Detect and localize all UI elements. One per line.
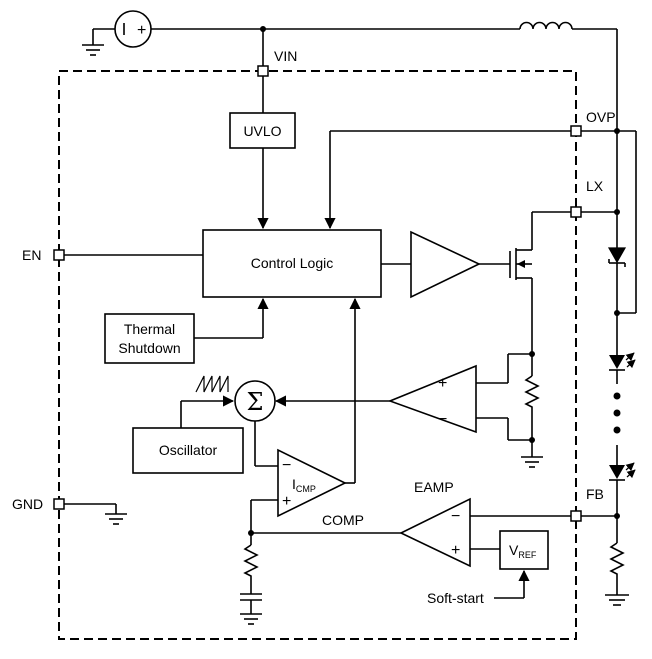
- eamp-plus-sign: +: [451, 542, 460, 559]
- sawtooth-waveform: [195, 375, 229, 393]
- vref-label: VREF: [509, 542, 537, 560]
- control-logic-label: Control Logic: [251, 255, 334, 271]
- comp-label: COMP: [322, 512, 364, 528]
- oscillator-label: Oscillator: [159, 442, 218, 458]
- fb-resistor: [609, 542, 625, 595]
- led-2: [609, 462, 636, 481]
- fb-label: FB: [586, 486, 604, 502]
- lx-label: LX: [586, 178, 604, 194]
- en-pad: [53, 249, 65, 261]
- power-mosfet: [509, 211, 571, 354]
- icmp-plus-sign: +: [282, 493, 291, 510]
- summing-node-sigma: Σ: [247, 388, 264, 416]
- comp-resistor: [243, 544, 259, 594]
- ovp-label: OVP: [586, 109, 616, 125]
- source-plus-sign: +: [137, 22, 146, 39]
- gnd-label: GND: [12, 496, 43, 512]
- uvlo-label: UVLO: [243, 123, 281, 139]
- icmp-minus-sign: −: [282, 457, 291, 474]
- soft-start-label: Soft-start: [427, 590, 484, 606]
- vin-label: VIN: [274, 48, 297, 64]
- gate-driver-buffer: [410, 230, 481, 299]
- ovp-pad: [570, 125, 582, 137]
- error-amplifier: [399, 497, 471, 568]
- vref-block: [499, 530, 549, 570]
- eamp-label: EAMP: [414, 479, 454, 495]
- en-label: EN: [22, 247, 41, 263]
- led-chain-ellipsis: [613, 392, 621, 400]
- inductor: [519, 21, 573, 30]
- csa-plus-sign: +: [438, 375, 447, 392]
- csa-minus-sign: −: [438, 411, 447, 428]
- current-sense-amplifier: [387, 364, 477, 434]
- led-1: [609, 352, 636, 371]
- fb-pad: [570, 510, 582, 522]
- ic-boundary: [58, 70, 577, 640]
- control-logic-block: [202, 229, 382, 298]
- sense-resistor: [524, 375, 540, 440]
- vin-pad: [257, 65, 269, 77]
- thermal-shutdown-line1: Thermal: [124, 321, 175, 337]
- lx-pad: [570, 206, 582, 218]
- oscillator-block: [132, 427, 244, 474]
- thermal-shutdown-line2: Shutdown: [118, 340, 180, 356]
- icmp-label: ICMP: [292, 476, 316, 494]
- gnd-pad: [53, 498, 65, 510]
- icmp-comparator: [277, 448, 347, 518]
- eamp-minus-sign: −: [451, 508, 460, 525]
